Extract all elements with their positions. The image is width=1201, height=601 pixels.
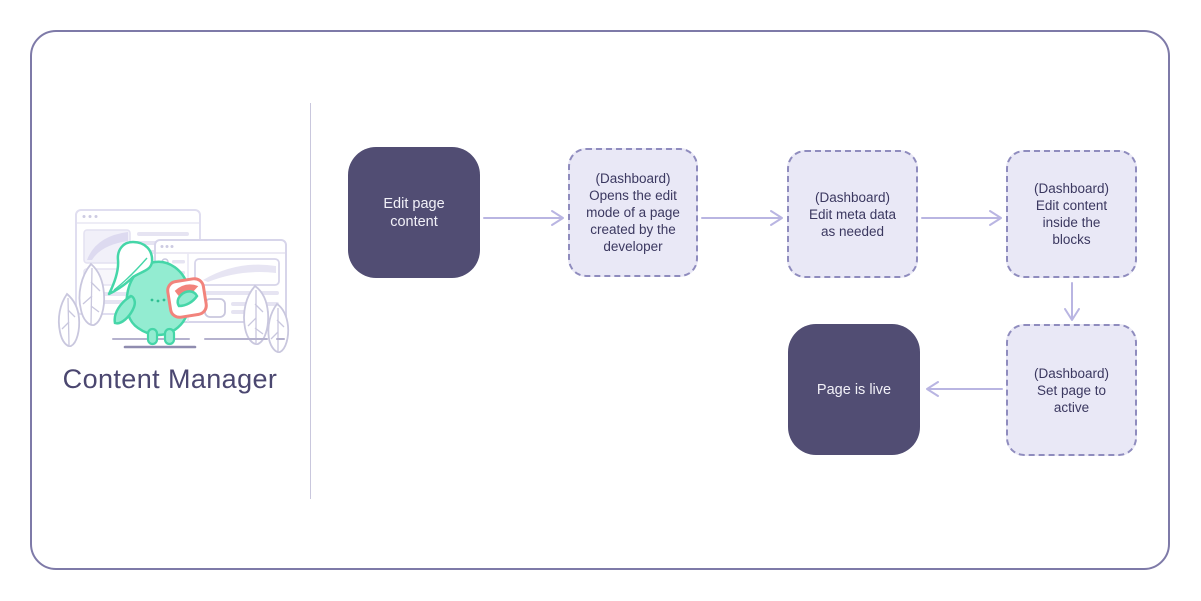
page-title: Content Manager (62, 364, 278, 394)
mascot-hand (176, 290, 199, 308)
vertical-divider (310, 103, 311, 499)
flow-node-label: Page is live (816, 381, 892, 398)
flow-node-dashboard-open-edit-mode: (Dashboard) Opens the edit mode of a pag… (568, 148, 698, 277)
content-manager-illustration (57, 209, 290, 353)
flow-node-label: (Dashboard) Edit meta data as needed (808, 189, 897, 239)
flow-node-dashboard-edit-meta-data: (Dashboard) Edit meta data as needed (787, 150, 918, 278)
flow-node-label: Edit page content (383, 195, 445, 230)
plant-icon (243, 284, 290, 353)
flow-node-dashboard-edit-content-blocks: (Dashboard) Edit content inside the bloc… (1006, 150, 1137, 278)
flow-node-label: (Dashboard) Opens the edit mode of a pag… (586, 171, 680, 254)
flow-node-page-is-live: Page is live (788, 324, 920, 455)
flow-node-label: (Dashboard) Set page to active (1033, 365, 1110, 415)
plant-icon (57, 262, 106, 347)
left-panel: Content Manager (30, 30, 310, 568)
flow-node-edit-page-content: Edit page content (348, 147, 480, 278)
flow-node-label: (Dashboard) Edit content inside the bloc… (1033, 181, 1110, 247)
flow-node-dashboard-set-page-active: (Dashboard) Set page to active (1006, 324, 1137, 456)
